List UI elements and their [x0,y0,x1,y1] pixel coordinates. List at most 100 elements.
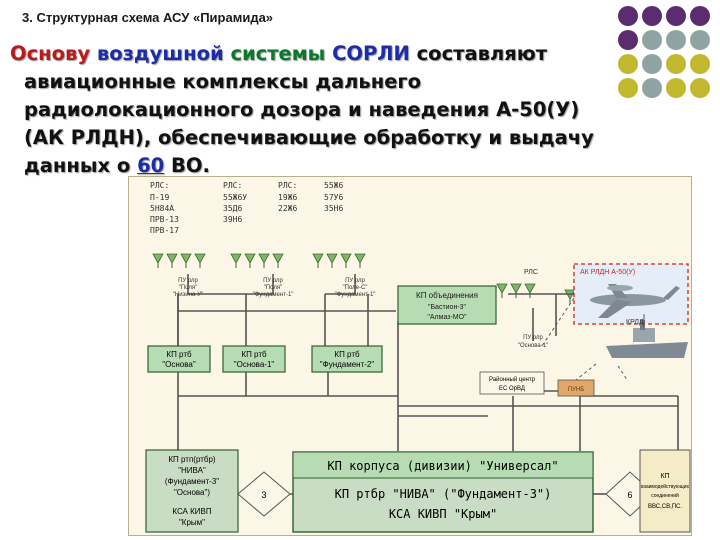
kp-rtp-line: КП ртп(ртбр) [168,455,216,464]
radar-antenna-icon [152,253,164,264]
highlight-word-vozdushnoy: воздушной [96,42,224,65]
link-diamond-right-label: 6 [627,490,632,500]
radar-antenna-icon [244,253,256,264]
radar-antenna-icon [312,253,324,264]
radar-col3-head: РЛС: [278,181,297,190]
decorative-dot [690,30,710,50]
pu-label: ПУ рлр [345,278,365,284]
aircraft-label: АК РЛДН А-50(У) [580,269,635,276]
pu-label: "Основа-1" [518,343,548,349]
decorative-dot [666,78,686,98]
kp-rtp-line: (Фундамент-3" [165,477,219,486]
pu-label: "Фундамент-1" [335,292,376,298]
kp-rtb-box: КП ртб "Фундамент-2" [311,345,383,373]
radar-col4-item: 35Н6 [324,204,343,213]
body-line-5a: данных о [24,154,131,177]
radar-antenna-clusters [152,253,590,304]
kp-rtb-group: КП ртб "Основа" КП ртб "Основа-1" КП ртб… [147,345,383,373]
decorative-dot [618,54,638,74]
interaction-kp-line: КП [660,473,669,480]
interaction-kp-line: соединений [651,492,679,499]
district-center: Районный центр ЕС ОрВД [479,371,545,395]
kp-association-line: КП объединения [416,291,478,300]
interaction-kp-line: ВВС,СВ,ПС. [648,504,682,510]
body-line-5b: ВО. [171,154,210,177]
pu-label: ПУ рлр [523,335,543,341]
kp-corps-line: КСА КИВП "Крым" [389,507,497,521]
highlight-word-sistemy: системы [230,42,326,65]
district-center-line: Районный центр [489,376,536,383]
decorative-dot [666,30,686,50]
kp-rtb-box: КП ртб "Основа-1" [222,345,286,373]
decorative-dot-grid [618,6,710,98]
interaction-kp-line: взаимодействующих [641,483,690,490]
highlight-word-osnovu: Основу [10,42,91,65]
radar-col2-head: РЛС: [223,181,242,190]
body-line-4: (АК РЛДН), обеспечивающие обработку и вы… [24,126,594,149]
decorative-dot [666,6,686,26]
kp-rtp-line: "Основа") [174,488,210,497]
pu-label: "Фундамент-1" [253,292,294,298]
decorative-dot [690,6,710,26]
radar-antenna-icon [258,253,270,264]
kp-rtp-line: "НИВА" [178,466,206,475]
link-diamond-left-label: 3 [261,490,266,500]
ship-label: КРЛД [626,319,644,326]
highlight-word-sorli: СОРЛИ [332,42,410,65]
pu-label: ПУ рлр [263,278,283,284]
body-line-3: радиолокационного дозора и наведения А-5… [24,98,580,121]
radar-antenna-icon [354,253,366,264]
radar-antenna-icon [166,253,178,264]
decorative-dot [642,6,662,26]
radar-col3-item: 19Ж6 [278,193,297,202]
decorative-dot [666,54,686,74]
kp-rtb-line: "Основа-1" [234,360,275,369]
pu-label: ПУ рлр [178,278,198,284]
data-link-arrows [541,297,629,382]
kp-corps-line: КП ртбр "НИВА" ("Фундамент-3") [335,487,552,501]
radar-col3-item: 22Ж6 [278,204,297,213]
slide-body-text: Основу воздушной системы СОРЛИ составляю… [10,40,610,180]
kp-corps-box: КП корпуса (дивизии) "Универсал" КП ртбр… [292,451,594,533]
pu-label: "Поля" [264,285,283,291]
kp-association-box: КП объединения "Бастион-3" "Алмаз-МО" [397,285,497,325]
pu-labels: ПУ рлр "Поля" "Низина-У" ПУ рлр "Поля" "… [173,278,548,349]
radar-antenna-icon [524,283,536,294]
decorative-dot [642,78,662,98]
radar-col1-item: 5Н84А [150,204,174,213]
kp-rtp-box: КП ртп(ртбр) "НИВА" (Фундамент-3" "Основ… [145,449,239,533]
kp-rtb-line: КП ртб [241,350,267,359]
kp-association-line: "Бастион-3" [428,304,467,311]
decorative-dot [690,78,710,98]
pu-label: "Низина-У" [173,292,204,298]
vo-count: 60 [137,154,165,177]
decorative-dot [642,54,662,74]
decorative-dot [642,30,662,50]
radar-col2-item: 55Ж6У [223,193,247,202]
link-diamond-left: 3 [237,471,291,517]
radar-col1-item: ПРВ-13 [150,215,179,224]
radar-col1-item: П-19 [150,193,169,202]
decorative-dot [618,30,638,50]
radar-antenna-icon [230,253,242,264]
punb-label: ПУНБ [568,387,584,393]
radar-col4-item: 57У6 [324,193,343,202]
radar-col1-item: ПРВ-17 [150,226,179,235]
decorative-dot [618,78,638,98]
pu-label: "Поля" [179,285,198,291]
radar-antenna-icon [326,253,338,264]
kp-rtb-line: КП ртб [334,350,360,359]
kp-rtp-line: КСА КИВП [172,507,211,516]
kp-rtp-line: "Крым" [179,518,205,527]
body-line-5: данных о 60 ВО. [10,152,610,180]
body-text-rest1: составляют [416,42,548,65]
body-line-2: авиационные комплексы дальнего [24,70,421,93]
radar-antenna-icon [194,253,206,264]
radar-col2-item: 39Н6 [223,215,242,224]
kp-rtb-box: КП ртб "Основа" [147,345,211,373]
aircraft-panel: АК РЛДН А-50(У) [573,263,689,325]
decorative-dot [618,6,638,26]
radar-col1-head: РЛС: [150,181,169,190]
kp-association-line: "Алмаз-МО" [427,314,467,321]
structure-diagram: РЛС: П-19 5Н84А ПРВ-13 ПРВ-17 РЛС: 55Ж6У… [128,176,692,536]
